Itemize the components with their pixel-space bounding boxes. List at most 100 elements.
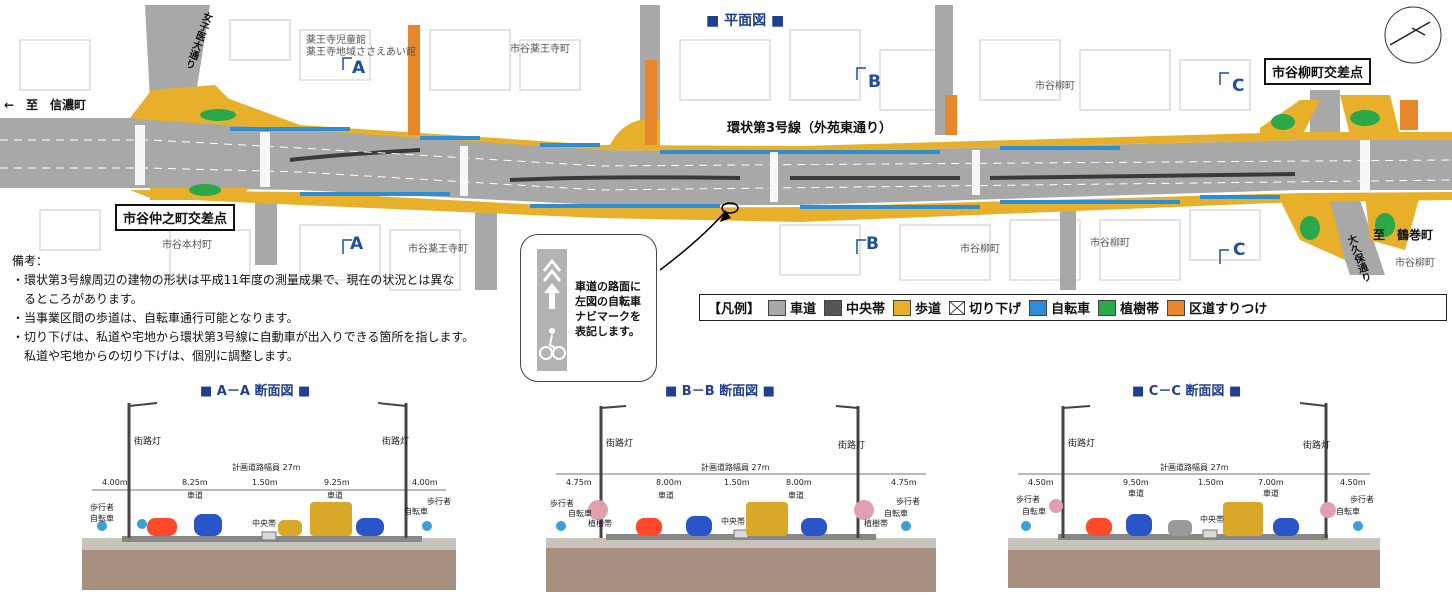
section-c-label: 歩行者 xyxy=(1016,495,1040,504)
section-b-label: 中央帯 xyxy=(721,517,745,526)
section-b-label: 植樹帯 xyxy=(588,519,612,528)
section-a-label: 自転車 xyxy=(404,507,428,516)
section-a-streetlight-left: 街路灯 xyxy=(134,437,162,447)
section-a-streetlight-right: 街路灯 xyxy=(382,437,410,447)
plan-view-map xyxy=(0,5,1452,291)
plan-title: ■ 平面図 ■ xyxy=(706,13,785,29)
section-marker-a-bottom: A xyxy=(350,234,364,254)
section-c-label: 自転車 xyxy=(1336,507,1360,516)
legend-item-curb-cut: 切り下げ xyxy=(949,298,1021,317)
section-c-label: 自転車 xyxy=(1022,507,1046,516)
section-a-label: 歩行者 xyxy=(90,503,114,512)
section-a-width: 4.00m xyxy=(102,478,128,487)
intersection-right: 市谷柳町交差点 xyxy=(1264,58,1372,85)
section-b-title: ■ B－B 断面図 ■ xyxy=(665,384,775,399)
section-a-total-width: 計画道路幅員 27m xyxy=(232,463,301,472)
section-marker-a-top: A xyxy=(352,58,366,78)
section-b-streetlight-left: 街路灯 xyxy=(606,439,634,449)
section-b-label: 歩行者 xyxy=(896,497,920,506)
legend: 【凡例】 車道 中央帯 歩道 切り下げ 自転車 植樹帯 区道すりつけ xyxy=(699,294,1447,321)
place-yakuoji-top: 市谷薬王寺町 xyxy=(510,44,570,55)
section-b-width: 1.50m xyxy=(724,478,750,487)
section-marker-b-bottom: B xyxy=(866,234,879,254)
section-a-drawing xyxy=(82,402,456,590)
callout-line: 表記します。 xyxy=(575,325,640,338)
building-outlines xyxy=(19,19,1261,291)
callout-line: ナビマークを xyxy=(575,310,641,323)
place-children-hall-2: 薬王寺地域ささえあい館 xyxy=(306,47,416,58)
notes-line: 私道や宅地からの切り下げは、個別に調整します。 xyxy=(12,349,299,363)
section-a: 街路灯 街路灯 計画道路幅員 27m 4.00m 8.25m 1.50m 9.2… xyxy=(82,398,456,590)
direction-left: ← 至 信濃町 xyxy=(4,98,87,112)
bicycle-lanes xyxy=(230,127,1280,209)
section-a-title: ■ A－A 断面図 ■ xyxy=(200,384,311,399)
legend-item-roadway: 車道 xyxy=(768,298,816,317)
intersection-left: 市谷仲之町交差点 xyxy=(115,204,236,231)
section-c-width: 9.50m xyxy=(1123,478,1149,487)
legend-item-sidewalk: 歩道 xyxy=(893,298,941,317)
section-b-width: 4.75m xyxy=(566,478,592,487)
bicycle-navi-mark-icon xyxy=(537,249,567,371)
section-c-label: 中央帯 xyxy=(1200,515,1224,524)
ward-road-connections xyxy=(408,25,1418,145)
section-a-label: 自転車 xyxy=(90,514,114,523)
notes-heading: 備考： xyxy=(12,254,49,268)
section-c-streetlight-right: 街路灯 xyxy=(1303,441,1331,451)
section-c: 街路灯 街路灯 計画道路幅員 27m 4.50m 9.50m 1.50m 7.0… xyxy=(1008,398,1380,588)
section-c-drawing xyxy=(1008,402,1380,588)
place-yanagicho-bottom2: 市谷柳町 xyxy=(1090,238,1130,249)
place-yanagicho-bottom1: 市谷柳町 xyxy=(960,244,1000,255)
section-b: 街路灯 街路灯 計画道路幅員 27m 4.75m 8.00m 1.50m 8.0… xyxy=(546,398,936,592)
legend-title: 【凡例】 xyxy=(708,302,761,317)
notes-line: ・当事業区間の歩道は、自転車通行可能となります。 xyxy=(12,311,299,325)
section-marker-c-top: C xyxy=(1232,76,1245,96)
place-yakuoji-bottom: 市谷薬王寺町 xyxy=(408,244,468,255)
section-a-label: 中央帯 xyxy=(252,519,276,528)
section-c-streetlight-left: 街路灯 xyxy=(1068,439,1096,449)
section-a-width: 9.25m xyxy=(324,478,350,487)
legend-item-planting: 植樹帯 xyxy=(1098,298,1159,317)
section-b-label: 自転車 xyxy=(884,509,908,518)
section-c-width: 4.50m xyxy=(1340,478,1366,487)
section-c-label: 歩行者 xyxy=(1350,495,1374,504)
section-c-width: 4.50m xyxy=(1028,478,1054,487)
section-a-width: 8.25m xyxy=(182,478,208,487)
legend-item-median: 中央帯 xyxy=(824,298,885,317)
section-a-label: 車道 xyxy=(187,491,203,500)
callout-line: 車道の路面に xyxy=(575,280,641,293)
section-b-drawing xyxy=(546,405,936,592)
curb-cut-icon xyxy=(949,300,966,315)
section-c-width: 7.00m xyxy=(1258,478,1284,487)
legend-item-bicycle: 自転車 xyxy=(1029,298,1090,317)
section-c-label: 車道 xyxy=(1128,489,1144,498)
road-name: 環状第3号線（外苑東通り） xyxy=(727,121,893,136)
place-yanagicho-right: 市谷柳町 xyxy=(1395,258,1435,269)
section-a-label: 車道 xyxy=(327,491,343,500)
place-honmura: 市谷本村町 xyxy=(162,240,212,251)
section-b-label: 車道 xyxy=(658,491,674,500)
section-c-total-width: 計画道路幅員 27m xyxy=(1160,463,1229,472)
section-b-label: 車道 xyxy=(788,491,804,500)
notes-line: るところがあります。 xyxy=(12,292,143,306)
section-marker-b-top: B xyxy=(868,72,881,92)
section-c-title: ■ C－C 断面図 ■ xyxy=(1132,384,1242,399)
section-b-label: 自転車 xyxy=(568,509,592,518)
planting-strips xyxy=(189,109,1395,240)
legend-item-ward-road: 区道すりつけ xyxy=(1167,298,1267,317)
bicycle-navi-callout: 車道の路面に 左図の自転車 ナビマークを 表記します。 xyxy=(520,234,657,382)
callout-line: 左図の自転車 xyxy=(575,295,641,308)
section-b-width: 4.75m xyxy=(891,478,917,487)
section-c-label: 車道 xyxy=(1263,489,1279,498)
section-b-label: 歩行者 xyxy=(550,499,574,508)
notes-line: ・切り下げは、私道や宅地から環状第3号線に自動車が出入りできる箇所を指します。 xyxy=(12,330,475,344)
place-children-hall-1: 薬王寺児童館 xyxy=(306,35,366,46)
section-a-label: 歩行者 xyxy=(427,497,451,506)
section-b-total-width: 計画道路幅員 27m xyxy=(701,463,770,472)
section-a-width: 1.50m xyxy=(252,478,278,487)
notes: 備考： ・環状第3号線周辺の建物の形状は平成11年度の測量成果で、現在の状況とは… xyxy=(12,252,474,366)
section-a-width: 4.00m xyxy=(412,478,438,487)
median xyxy=(289,148,1296,182)
section-b-label: 植樹帯 xyxy=(864,519,888,528)
place-yanagicho-top: 市谷柳町 xyxy=(1035,81,1075,92)
section-b-width: 8.00m xyxy=(786,478,812,487)
